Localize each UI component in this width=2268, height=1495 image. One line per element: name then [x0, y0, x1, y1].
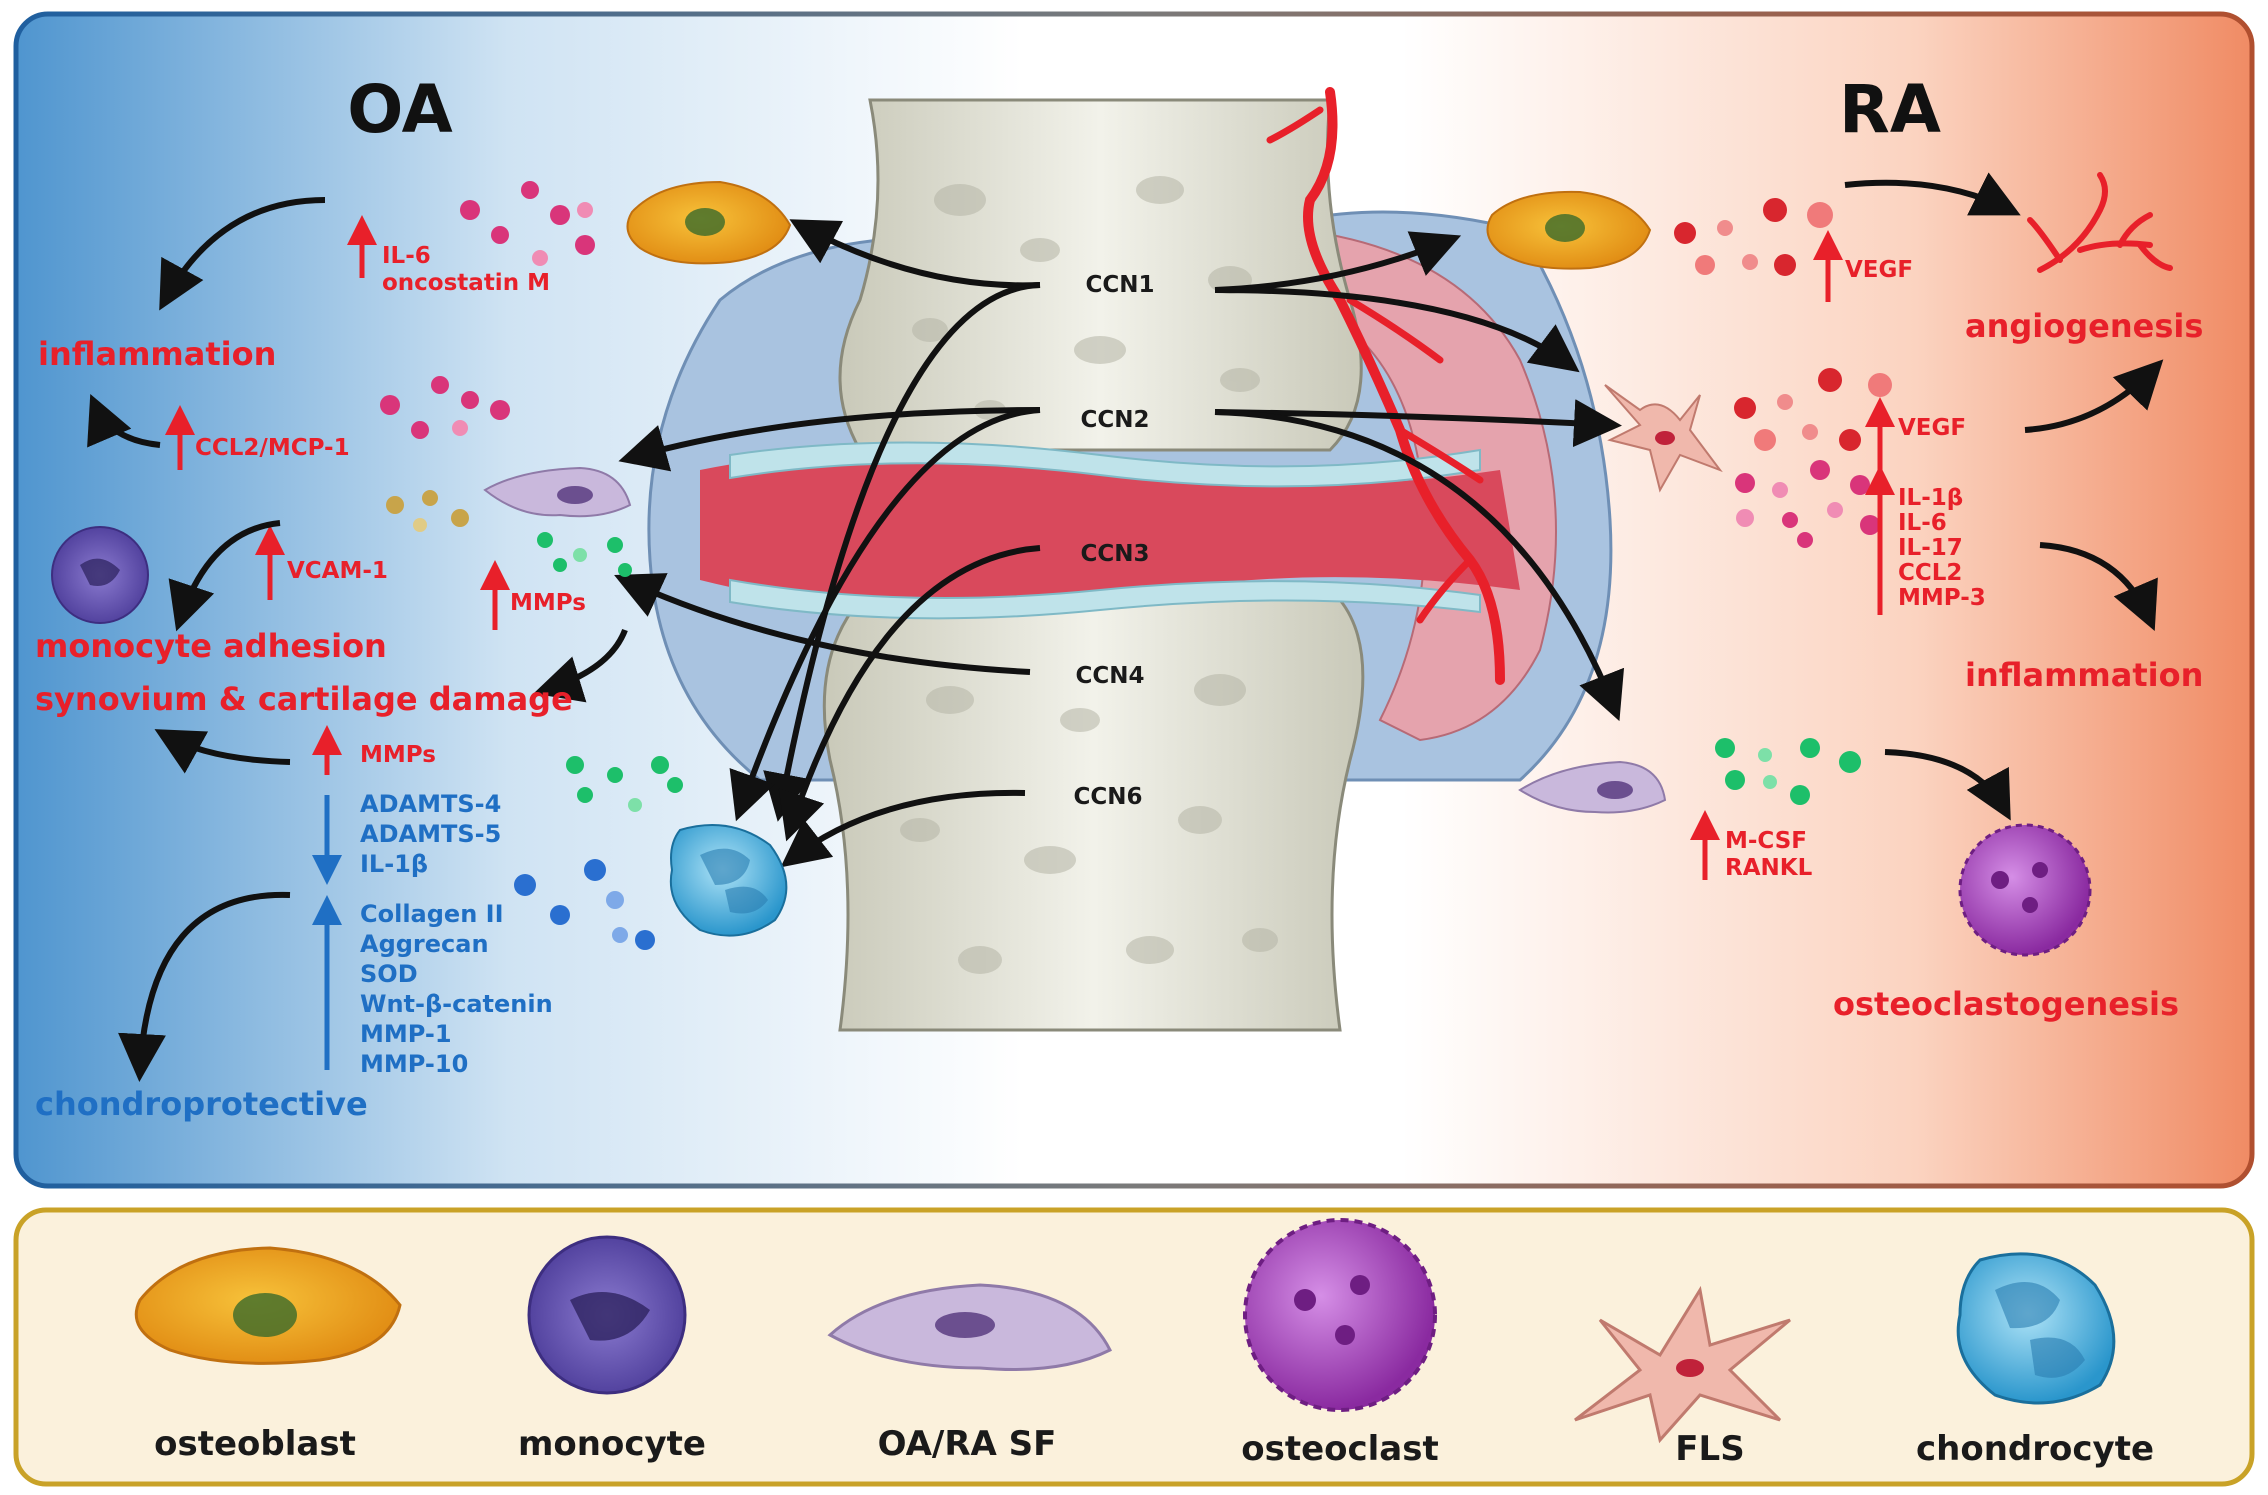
il17-ra-label: IL-17	[1898, 535, 1963, 561]
arrow-to-osteoclast	[1884, 749, 2011, 821]
osteoclast-cell-ra	[1958, 823, 2092, 957]
ccn-arrows	[614, 219, 1625, 868]
arrow-vegf2-angio	[2024, 359, 2164, 433]
wnt-label: Wnt-β-catenin	[360, 990, 553, 1018]
arrow-to-ra-inflammation	[2039, 542, 2158, 632]
vegf2-label: VEGF	[1898, 415, 1966, 441]
chondrocyte-cell-oa	[669, 824, 788, 937]
cartilage-upper	[729, 441, 1481, 488]
sf-cell-oa	[483, 466, 632, 518]
vegf1-label: VEGF	[1845, 257, 1913, 283]
ccl2-particles	[380, 376, 510, 439]
legend-label-sf: OA/RA SF	[878, 1424, 1057, 1464]
angiogenesis-label: angiogenesis	[1965, 307, 2203, 345]
rankl-label: RANKL	[1725, 855, 1813, 881]
cartilage-lower	[729, 578, 1481, 620]
il1b-ra-label: IL-1β	[1898, 485, 1963, 511]
legend-label-osteoblast: osteoblast	[154, 1424, 356, 1464]
il1b-down-label: IL-1β	[360, 850, 428, 878]
il6-particles	[460, 181, 595, 266]
sod-label: SOD	[360, 960, 418, 988]
aggrecan-label: Aggrecan	[360, 930, 489, 958]
arrow-vcam-monocyte	[168, 520, 281, 632]
damage-label: synovium & cartilage damage	[35, 680, 573, 718]
mmps-particles-sf	[537, 532, 632, 577]
osteoblast-cell-ra	[1486, 190, 1652, 270]
arrow-mmps-damage	[533, 628, 628, 703]
chondroprotective-label: chondroprotective	[35, 1085, 368, 1123]
legend-label-fls: FLS	[1675, 1429, 1744, 1469]
osteoblast-cell-oa	[626, 180, 792, 265]
adamts5-label: ADAMTS-5	[360, 820, 501, 848]
oa-inflammation-label: inflammation	[38, 335, 276, 373]
vegf-particles-2	[1734, 368, 1892, 451]
mmps-sf-label: MMPs	[510, 590, 586, 616]
angiogenesis-icon	[2027, 172, 2173, 273]
sf-cell-ra	[1518, 760, 1667, 814]
oa-heading: OA	[347, 71, 452, 148]
arrow-ccl2-up	[87, 393, 161, 448]
ccl2-label: CCL2/MCP-1	[195, 435, 350, 461]
mcsf-particles	[1715, 738, 1861, 805]
arrow-to-angiogenesis	[1844, 172, 2021, 216]
ra-heading: RA	[1839, 71, 1941, 148]
bone-marrow-pattern	[900, 176, 1278, 974]
ccn1-label: CCN1	[1085, 272, 1154, 298]
legend-label-osteoclast: osteoclast	[1241, 1429, 1439, 1469]
vcam-particles	[386, 490, 469, 532]
blue-particles-chondro	[514, 859, 655, 950]
adamts4-label: ADAMTS-4	[360, 790, 501, 818]
ra-inflammation-label: inflammation	[1965, 656, 2203, 694]
oncostatin-label: oncostatin M	[382, 270, 550, 296]
collagen-label: Collagen II	[360, 900, 504, 928]
ccn3-label: CCN3	[1080, 541, 1149, 567]
legend-sf-icon	[827, 1283, 1113, 1371]
legend-osteoblast-icon	[134, 1246, 402, 1365]
mmp10-label: MMP-10	[360, 1050, 468, 1078]
vcam-label: VCAM-1	[287, 558, 388, 584]
ccn2-label: CCN2	[1080, 407, 1149, 433]
legend-chondrocyte-icon	[1956, 1252, 2116, 1405]
monocyte-cell-oa	[51, 526, 149, 624]
mmps-up-label: MMPs	[360, 742, 436, 768]
il6-label: IL-6	[382, 243, 431, 269]
legend-label-chondrocyte: chondrocyte	[1916, 1429, 2154, 1469]
legend-monocyte-icon	[527, 1235, 687, 1395]
ccl2-ra-label: CCL2	[1898, 560, 1962, 586]
ccn6-label: CCN6	[1073, 784, 1142, 810]
legend-osteoclast-icon	[1243, 1218, 1437, 1412]
mmps-particles-chondro	[566, 756, 683, 812]
fls-cell-ra	[1604, 384, 1723, 493]
mmp3-ra-label: MMP-3	[1898, 585, 1986, 611]
blood-vessel-branch	[1266, 106, 1484, 624]
arrow-to-chondroprotective	[118, 891, 291, 1082]
arrow-to-damage	[154, 729, 291, 774]
arrow-to-inflammation	[159, 197, 326, 311]
legend-fls-icon	[1574, 1285, 1791, 1444]
blood-vessel	[1303, 87, 1505, 685]
monocyte-adhesion-label: monocyte adhesion	[35, 627, 387, 665]
vegf-particles-1	[1674, 198, 1833, 276]
osteoclastogenesis-label: osteoclastogenesis	[1833, 985, 2179, 1023]
legend-label-monocyte: monocyte	[518, 1424, 706, 1464]
mcsf-label: M-CSF	[1725, 828, 1807, 854]
mmp1-label: MMP-1	[360, 1020, 452, 1048]
cytokine-particles	[1735, 460, 1880, 548]
il6-ra-label: IL-6	[1898, 510, 1947, 536]
ccn4-label: CCN4	[1075, 663, 1144, 689]
